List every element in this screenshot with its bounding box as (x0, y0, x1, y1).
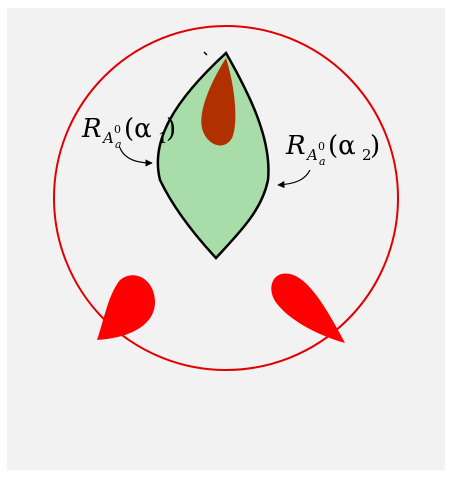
outer-circle (53, 25, 399, 371)
right-label-arg-close: ) (370, 131, 380, 161)
right-label-arg-index: 2 (362, 146, 372, 164)
right-petal (271, 273, 345, 343)
left-label-arg-index: 1 (158, 129, 168, 147)
right-label-subsub: a (319, 155, 326, 168)
left-label-subsup: 0 (114, 123, 121, 136)
right-arrow (277, 169, 311, 189)
left-label-arg-close: ) (166, 114, 176, 144)
left-label: R A 0 a (α 1 ) (81, 114, 176, 151)
left-petal (97, 275, 155, 340)
top-tick (203, 51, 208, 56)
right-label-arg-open: (α (328, 131, 356, 161)
left-arrow (119, 147, 153, 167)
left-label-main: R (81, 114, 102, 144)
top-petal (201, 58, 236, 146)
right-label-subsup: 0 (318, 140, 325, 153)
left-label-subsub: a (115, 138, 122, 151)
right-label: R A 0 a (α 2 ) (285, 131, 380, 168)
right-label-main: R (285, 131, 306, 161)
right-label-sub: A (305, 146, 318, 164)
left-label-sub: A (101, 129, 114, 147)
lens-region (156, 51, 270, 260)
left-label-arg-open: (α (124, 114, 152, 144)
